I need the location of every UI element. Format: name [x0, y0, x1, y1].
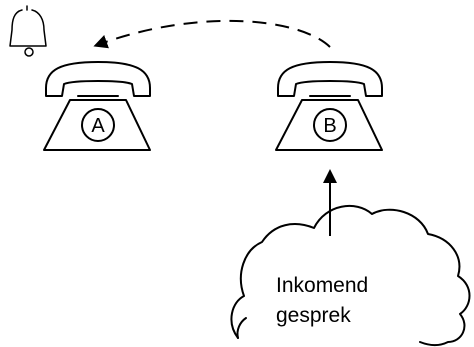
- telephone-b: B: [275, 61, 383, 151]
- ring-signal-arrow: [93, 19, 331, 49]
- incoming-call-cloud: [230, 205, 471, 346]
- bell-icon: [9, 5, 47, 57]
- phone-a-label: A: [91, 115, 105, 137]
- phone-b-label: B: [323, 115, 336, 137]
- cloud-text-line1: Inkomend: [276, 274, 368, 297]
- telephone-a: A: [43, 61, 151, 151]
- cloud-text-line2: gesprek: [276, 304, 351, 327]
